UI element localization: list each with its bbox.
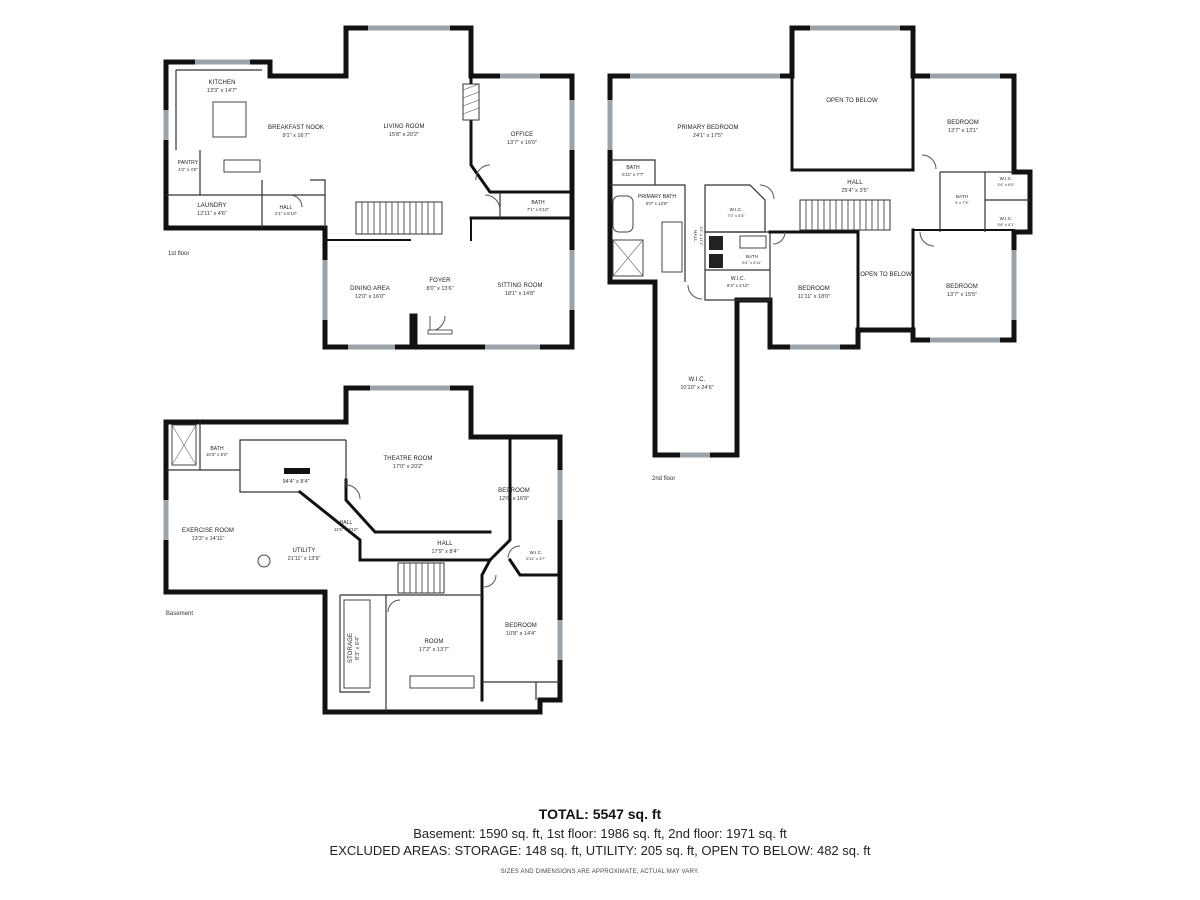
utility-dim: 21'11" x 13'9" [288, 556, 321, 562]
office-dim: 13'7" x 16'0" [507, 140, 537, 146]
exercise-room-dim: 13'3" x 14'11" [192, 536, 225, 542]
wic-d-dim: 8'4" x 4'10" [727, 283, 750, 288]
bedroom-mid-second-label: BEDROOM [798, 286, 830, 292]
living-room-dim: 15'8" x 20'2" [389, 132, 419, 138]
open-to-below-top-label: OPEN TO BELOW [826, 98, 878, 104]
bath-mid-second-label: BATH [746, 254, 758, 259]
kitchen-dim: 13'3" x 14'7" [207, 88, 237, 94]
bath-basement-dim: 10'3" x 6'0" [206, 452, 229, 457]
wic-a-dim: 7'0" x 5'3" [727, 213, 745, 218]
room-basement-dim: 17'2" x 13'7" [419, 647, 449, 653]
room-basement-label: ROOM [424, 639, 443, 645]
hall-small-second-dim: 3'2" x 11'1" [699, 226, 704, 246]
primary-bedroom-label: PRIMARY BEDROOM [677, 125, 738, 131]
bedroom-ne-basement-dim: 12'6" x 16'9" [499, 496, 529, 502]
second-floor-plan [607, 25, 1033, 458]
hall-first-dim: 2'1" x 6'10" [275, 211, 298, 216]
wic-long-dim: 10'10" x 24'6" [680, 385, 713, 391]
primary-bedroom-dim: 24'1" x 17'5" [693, 133, 723, 139]
living-room-label: LIVING ROOM [383, 124, 424, 130]
bath-first-dim: 7'1" x 5'10" [527, 207, 550, 212]
dining-area-label: DINING AREA [350, 286, 390, 292]
open-to-below-mid-label: OPEN TO BELOW [860, 272, 912, 278]
laundry-dim: 12'11" x 4'6" [197, 211, 227, 217]
hall-basement-dim: 17'9" x 8'4" [431, 549, 458, 555]
bedroom-ne-basement-label: BEDROOM [498, 488, 530, 494]
wic-d-label: W.I.C. [731, 276, 745, 282]
bedroom-se-second-label: BEDROOM [946, 284, 978, 290]
primary-bath-dim: 9'0" x 12'8" [646, 201, 669, 206]
wic-a-label: W.I.C. [730, 207, 743, 212]
bedroom-se-basement-label: BEDROOM [505, 623, 537, 629]
foyer-dim: 8'0" x 13'6" [426, 286, 453, 292]
stairs-first [355, 201, 443, 235]
basement-plan [163, 385, 563, 715]
bath-basement-label: BATH [210, 446, 224, 452]
hall-small-second-label: HALL [693, 230, 698, 242]
hall-basement-label: HALL [437, 541, 453, 547]
storage-dim: 8'3" x 6'4" [355, 636, 361, 660]
utility-label: UTILITY [292, 548, 315, 554]
bath-right-second-label: BATH [956, 194, 968, 199]
hall-second-label: HALL [847, 180, 863, 186]
wic-basement-dim: 6'11" x 3'7" [526, 556, 546, 561]
breakfast-nook-dim: 9'1" x 16'7" [282, 133, 309, 139]
breakfast-nook-label: BREAKFAST NOOK [268, 125, 324, 131]
hall-diag-basement-label: HALL [340, 520, 353, 526]
hall-first-label: HALL [280, 205, 293, 211]
wic-b-label: W.I.C. [1000, 176, 1013, 181]
kitchen-label: KITCHEN [208, 80, 235, 86]
wic-c-dim: 3'8" x 6'1" [997, 222, 1015, 227]
dining-area-dim: 12'0" x 16'0" [355, 294, 385, 300]
primary-bath-label: PRIMARY BATH [638, 194, 676, 200]
wic-b-dim: 3'4" x 6'0" [997, 182, 1015, 187]
stairs-second [799, 199, 891, 231]
bath-small-second-dim: 6'11" x 7'7" [622, 172, 644, 177]
bath-right-second-dim: 5' x 7'3" [955, 200, 969, 205]
sitting-room-dim: 18'1" x 14'8" [505, 291, 535, 297]
foyer-label: FOYER [429, 278, 451, 284]
office-label: OFFICE [511, 132, 534, 138]
sitting-room-label: SITTING ROOM [497, 283, 542, 289]
first-floor-plan [163, 25, 575, 350]
disclaimer: SIZES AND DIMENSIONS ARE APPROXIMATE, AC… [500, 869, 700, 875]
wic-basement-label: W.I.C. [530, 550, 543, 555]
wic-long-label: W.I.C. [689, 377, 706, 383]
area-summary: TOTAL: 5547 sq. ft Basement: 1590 sq. ft… [0, 806, 1200, 875]
bath-mid-second-dim: 8'4" x 5'11" [742, 260, 762, 265]
storage-label: STORAGE [348, 633, 354, 663]
basement-caption: Basement [166, 611, 193, 617]
hall-diag-basement-dim: 11'5" x 3'10" [334, 527, 359, 532]
stairs-basement [397, 562, 445, 594]
bedroom-ne-second-dim: 13'7" x 13'1" [948, 128, 978, 134]
bedroom-mid-second-dim: 11'11" x 18'0" [798, 294, 830, 300]
bath-first-label: BATH [531, 200, 545, 206]
total-area: TOTAL: 5547 sq. ft [538, 806, 662, 822]
excluded-areas: EXCLUDED AREAS: STORAGE: 148 sq. ft, UTI… [329, 843, 871, 858]
bedroom-ne-second-label: BEDROOM [947, 120, 979, 126]
wic-c-label: W.I.C. [1000, 216, 1013, 221]
hall-second-dim: 25'4" x 3'5" [841, 188, 868, 194]
first-floor-caption: 1st floor [168, 251, 189, 257]
second-floor-caption: 2nd floor [652, 476, 675, 482]
corridor-basement-dim: 94'4" x 8'4" [282, 479, 309, 485]
bath-small-second-label: BATH [626, 165, 640, 171]
bedroom-se-second-dim: 13'7" x 15'5" [947, 292, 977, 298]
pantry-dim: 4'2" x 4'5" [178, 167, 198, 172]
pantry-label: PANTRY [178, 160, 199, 166]
floor-areas: Basement: 1590 sq. ft, 1st floor: 1986 s… [413, 826, 787, 841]
exercise-room-label: EXERCISE ROOM [182, 528, 234, 534]
laundry-label: LAUNDRY [197, 203, 226, 209]
theatre-room-label: THEATRE ROOM [383, 456, 432, 462]
bedroom-se-basement-dim: 10'8" x 14'4" [506, 631, 536, 637]
theatre-room-dim: 17'0" x 20'2" [393, 464, 423, 470]
